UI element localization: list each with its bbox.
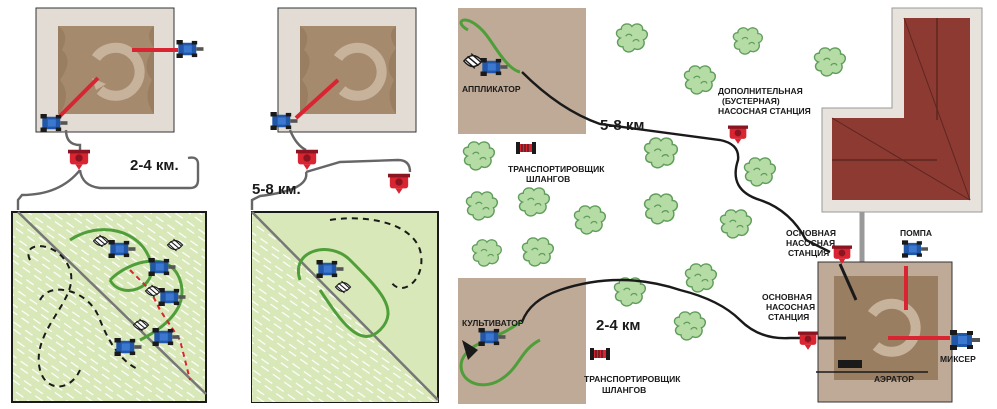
panel-2-long-distance: 5-8 км. [250,7,439,403]
hose-carrier-top-icon [516,140,536,156]
main-pump-top-label-1: ОСНОВНАЯ [786,228,836,238]
hose-route-top [521,71,831,254]
main-pump-top-label-2: НАСОСНАЯ [786,238,835,248]
field-2 [251,211,439,403]
hose-route-bottom [520,278,806,340]
hose-carrier-bottom-icon [590,346,610,362]
aerator-label: АЭРАТОР [874,374,914,384]
booster-label-1: ДОПОЛНИТЕЛЬНАЯ [718,86,803,96]
panel2-distance-label: 5-8 км. [252,181,301,198]
cultivator-field [458,278,586,404]
panel-1-short-distance: 2-4 км. [11,7,207,403]
main-pump-bottom-label-2: НАСОСНАЯ [766,302,815,312]
booster-station-icon [388,173,410,194]
main-pump-bottom-label-1: ОСНОВНАЯ [762,292,812,302]
hose-carrier-top-label-2: ШЛАНГОВ [526,174,570,184]
booster-label-3: НАСОСНАЯ СТАНЦИЯ [718,106,811,116]
hose-line-2 [250,129,412,210]
mixer-tractor-1 [132,40,204,58]
panel-3-network: АППЛИКАТОР 5-8 км ТРАНСПОРТИРОВЩИК ШЛ [458,7,983,404]
farm-house [821,7,983,262]
pump-tractor-2 [270,78,340,130]
applicator-field [458,8,586,134]
distance-top-label: 5-8 км [600,117,644,134]
hose-carrier-bottom-label-2: ШЛАНГОВ [602,385,646,395]
applicator-label: АППЛИКАТОР [462,84,521,94]
lagoon-1 [35,7,175,133]
cultivator-label: КУЛЬТИВАТОР [462,318,524,328]
pump-tractor-icon [902,240,928,258]
pump-label: ПОМПА [900,228,932,238]
pump-station-icon [68,149,90,170]
pump-tractor-1 [40,76,100,132]
booster-pump-icon [728,125,748,144]
main-pump-top-icon [832,245,852,264]
field-1 [11,211,207,403]
mixer-label: МИКСЕР [940,354,976,364]
booster-label-2: (БУСТЕРНАЯ) [722,96,780,106]
pump-station-icon-2a [296,149,318,170]
hose-line-1b [16,169,81,210]
panel1-distance-label: 2-4 км. [130,157,179,174]
hose-line-1 [64,129,200,190]
main-pump-bottom-icon [798,331,818,350]
hose-carrier-bottom-label-1: ТРАНСПОРТИРОВЩИК [584,374,681,384]
main-pump-bottom-label-3: СТАНЦИЯ [768,312,809,322]
main-lagoon [816,261,953,403]
distance-bottom-label: 2-4 км [596,317,640,334]
mixer-tractor-icon [950,330,980,350]
hose-carrier-top-label-1: ТРАНСПОРТИРОВЩИК [508,164,605,174]
main-pump-top-label-3: СТАНЦИЯ [788,248,829,258]
